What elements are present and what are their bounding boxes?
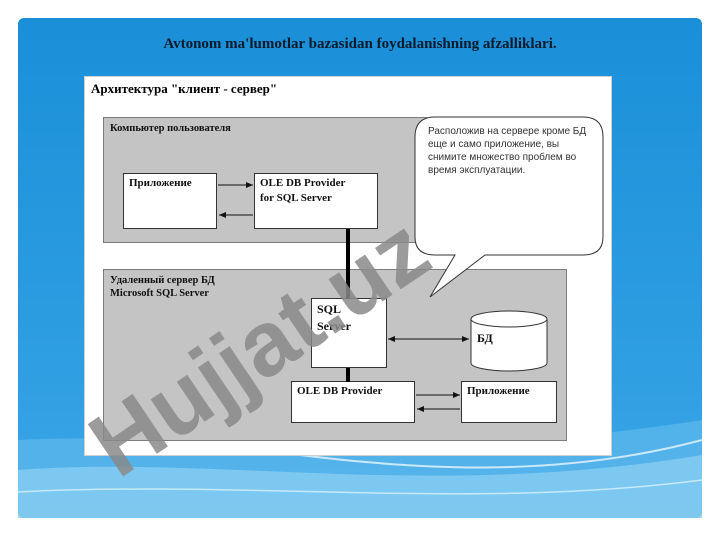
database-cylinder-icon [470, 310, 548, 372]
server-panel-label: Удаленный сервер БД Microsoft SQL Server [110, 274, 215, 300]
server-provider-box: OLE DB Provider [291, 381, 415, 423]
client-app-label: Приложение [129, 177, 192, 189]
db-label: БД [477, 331, 493, 345]
server-panel-label-line2: Microsoft SQL Server [110, 288, 209, 299]
server-app-label: Приложение [467, 385, 530, 397]
server-app-box: Приложение [461, 381, 557, 423]
architecture-figure: Архитектура "клиент - сервер" Компьютер … [84, 76, 612, 456]
client-provider-label-line2: for SQL Server [260, 192, 332, 204]
client-app-box: Приложение [123, 173, 217, 229]
sql-server-box: SQL Server [311, 298, 387, 368]
server-panel-label-line1: Удаленный сервер БД [110, 275, 215, 286]
client-panel-label: Компьютер пользователя [110, 123, 231, 134]
server-provider-label: OLE DB Provider [297, 385, 383, 397]
client-provider-box: OLE DB Provider for SQL Server [254, 173, 378, 229]
sql-server-label-line2: Server [317, 319, 351, 333]
client-provider-label-line1: OLE DB Provider [260, 177, 346, 189]
figure-title: Архитектура "клиент - сервер" [91, 81, 278, 96]
diagram-connectors [218, 116, 604, 412]
callout-text: Расположив на сервере кроме БД еще и сам… [428, 126, 587, 176]
slide-title: Avtonom ma'lumotlar bazasidan foydalanis… [163, 36, 557, 52]
callout-bubble [414, 116, 604, 298]
sql-server-label-line1: SQL [317, 302, 342, 316]
